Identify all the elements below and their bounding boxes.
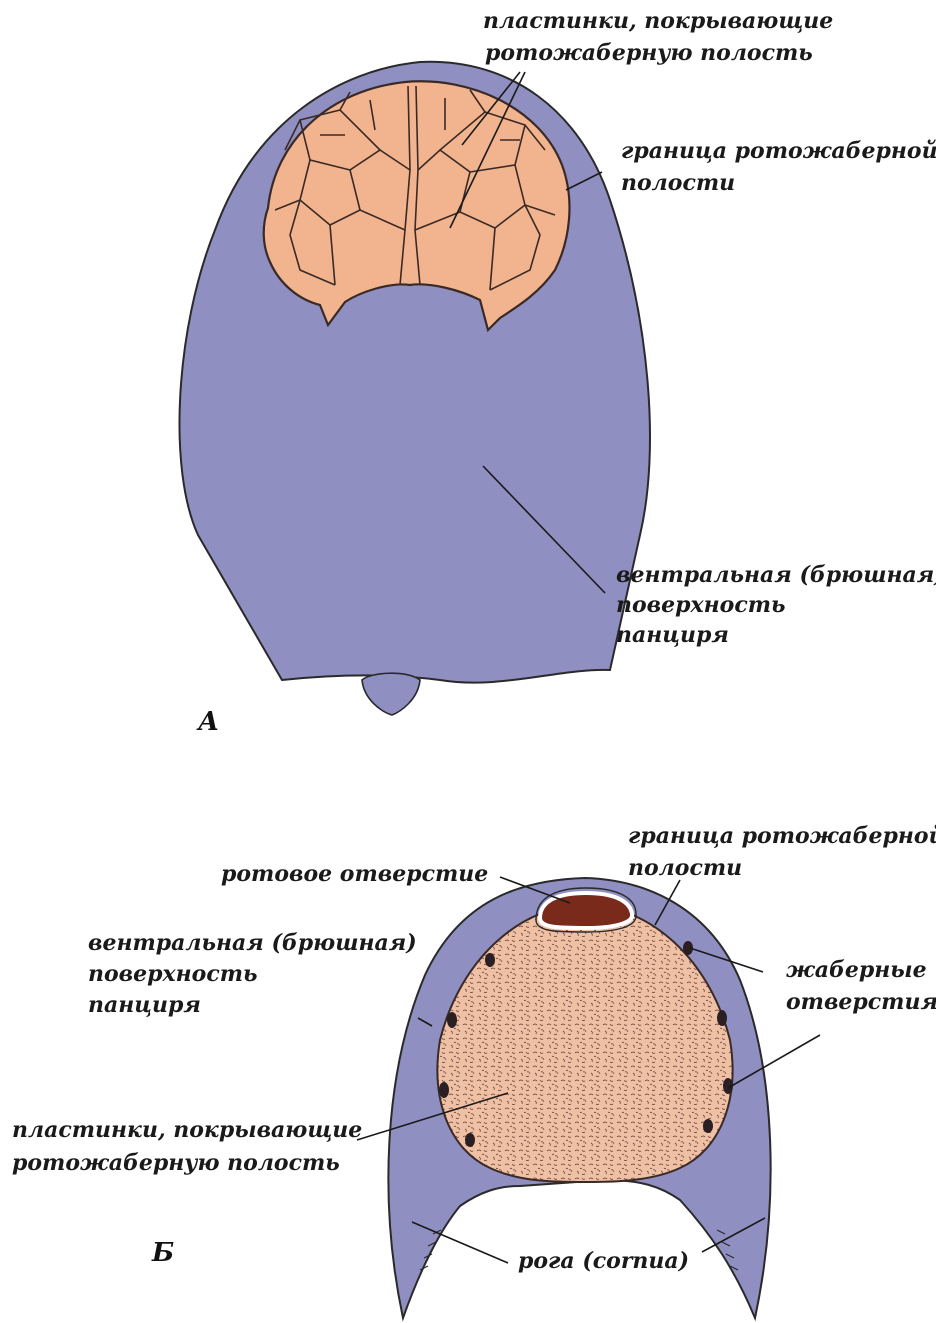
figure-b-letter: Б (151, 1238, 174, 1268)
gill-opening (703, 1119, 713, 1133)
mouth-b-label: ротовое отверстие (221, 861, 488, 887)
figure-b: граница ротожаберной полости ротовое отв… (12, 823, 936, 1318)
gill-opening (439, 1082, 449, 1098)
figure-a: пластинки, покрывающие ротожаберную поло… (179, 8, 936, 737)
plates-a-label: пластинки, покрывающие ротожаберную поло… (483, 8, 841, 66)
border-b-label: граница ротожаберной полости (628, 823, 936, 881)
plates-b-label: пластинки, покрывающие ротожаберную поло… (12, 1117, 370, 1176)
ventral-a-label: вентральная (брюшная) поверхность панцир… (616, 562, 936, 648)
horns-b-label: рога (cornua) (518, 1248, 689, 1274)
shield-a-tail (362, 673, 420, 715)
gill-opening (447, 1012, 457, 1028)
gill-opening (485, 953, 495, 967)
gill-opening (717, 1010, 727, 1026)
gill-opening (465, 1133, 475, 1147)
figure-a-letter: А (196, 707, 219, 737)
gills-b-label: жаберные отверстия (786, 957, 936, 1015)
ventral-b-label: вентральная (брюшная) поверхность панцир… (88, 930, 424, 1018)
mouth-opening (540, 893, 632, 928)
border-a-label: граница ротожаберной полости (621, 138, 936, 196)
